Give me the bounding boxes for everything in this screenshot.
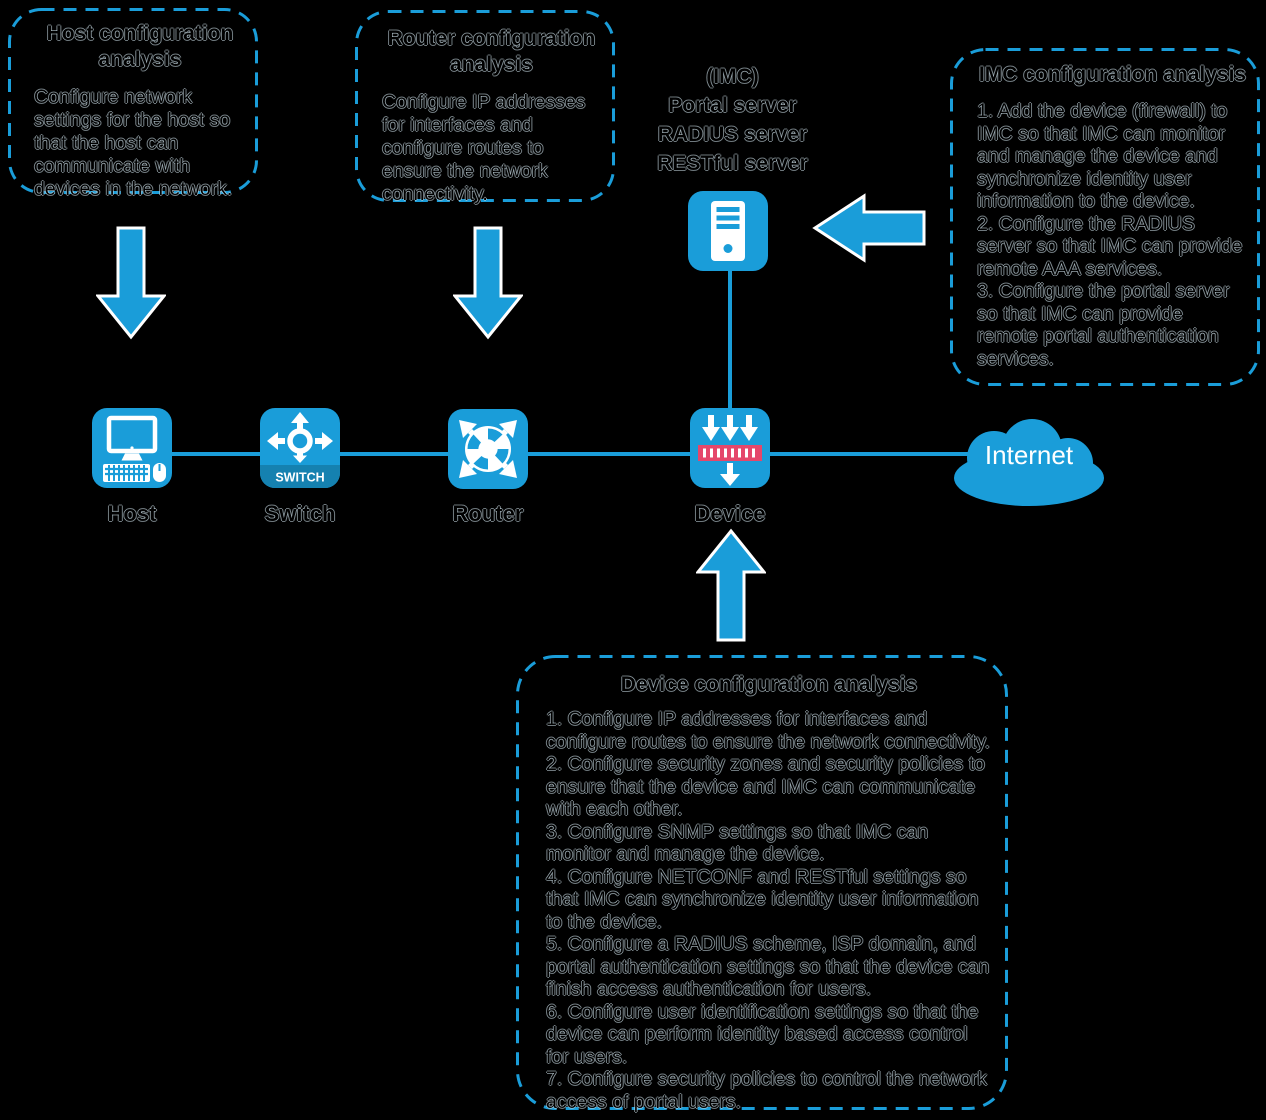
imc-config-item: 1. Add the device (firewall) to IMC so t… [977, 100, 1228, 212]
imc-config-title: IMC configuration analysis [978, 63, 1247, 86]
router-config-callout: Router configuration analysis Configure … [355, 10, 615, 205]
device-config-title: Device configuration analysis [620, 673, 918, 696]
internet-cloud-icon [954, 419, 1104, 506]
server-icon [688, 191, 768, 271]
imc-server-label-line: Portal server [668, 94, 797, 117]
host-config-body: Configure network settings for the host … [34, 86, 233, 200]
router-config-body: Configure IP addresses for interfaces an… [382, 91, 586, 205]
left-arrow-imc-icon [812, 193, 926, 263]
internet-label: Internet [984, 440, 1074, 470]
imc-config-item: 2. Configure the RADIUS server so that I… [977, 212, 1243, 280]
host-config-title: Host configuration analysis [46, 22, 234, 71]
host-label: Host [107, 501, 157, 526]
device-config-item: 7. Configure security policies to contro… [546, 1068, 988, 1113]
firewall-icon [690, 408, 770, 488]
device-config-item: 5. Configure a RADIUS scheme, ISP domain… [546, 933, 990, 1000]
router-label: Router [452, 501, 524, 526]
device-config-item: 2. Configure security zones and security… [546, 753, 985, 820]
device-config-item: 6. Configure user identification setting… [546, 1000, 979, 1068]
imc-config-item: 3. Configure the portal server so that I… [977, 280, 1230, 370]
server-device-link-line [728, 266, 732, 412]
device-config-item: 3. Configure SNMP settings so that IMC c… [546, 820, 929, 866]
device-config-item: 1. Configure IP addresses for interfaces… [546, 708, 991, 753]
down-arrow-router-icon [453, 226, 523, 340]
horizontal-link-line [130, 452, 1010, 456]
device-config-callout: Device configuration analysis 1. Configu… [516, 655, 1008, 1113]
device-label: Device [694, 501, 766, 526]
imc-server-label-line: (IMC) [706, 65, 759, 88]
router-config-title: Router configuration analysis [387, 27, 596, 76]
imc-server-label-line: RESTful server [657, 152, 808, 175]
switch-icon: SWITCH [260, 408, 340, 488]
up-arrow-device-icon [696, 528, 766, 642]
host-config-callout: Host configuration analysis Configure ne… [8, 8, 258, 200]
down-arrow-host-icon [96, 226, 166, 340]
switch-badge-text: SWITCH [275, 471, 324, 485]
router-icon [448, 409, 528, 489]
imc-server-label-line: RADIUS server [657, 123, 808, 146]
host-icon [92, 408, 172, 488]
imc-config-callout: IMC configuration analysis 1. Add the de… [950, 48, 1260, 386]
device-config-item: 4. Configure NETCONF and RESTful setting… [546, 865, 979, 933]
imc-server-label: (IMC) Portal server RADIUS server RESTfu… [640, 62, 825, 178]
switch-label: Switch [264, 501, 336, 526]
